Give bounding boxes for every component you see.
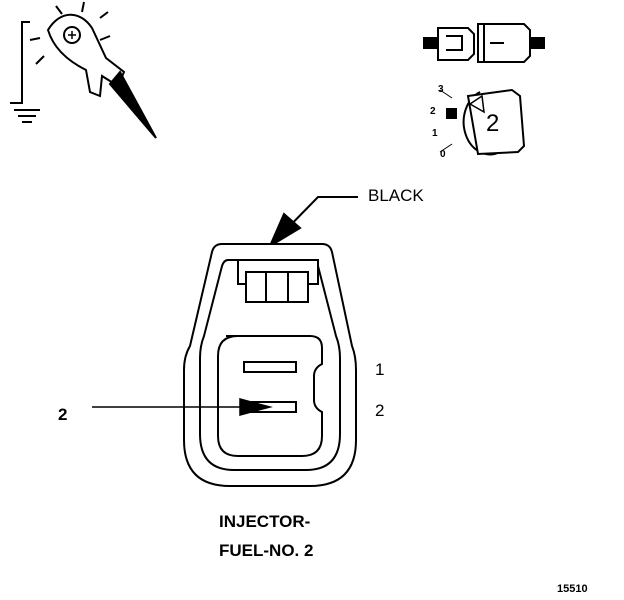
pin-number-1: 1 [375, 360, 385, 379]
test-probe-icon [10, 1, 157, 139]
dial-number-0: 0 [440, 149, 446, 160]
dial-number-2: 2 [430, 106, 436, 117]
connector-side-view-icon [423, 23, 545, 63]
figure-number: 15510 [557, 583, 588, 595]
dial-number-3: 3 [438, 84, 444, 95]
dial-cavity-number: 2 [486, 110, 500, 137]
wire-color-label: BLACK [368, 186, 424, 205]
callout-leader [267, 196, 358, 252]
wire-callout-label: 2 [58, 405, 68, 424]
wire-pointer [92, 398, 273, 416]
dial-number-1: 1 [432, 128, 438, 139]
cavity-dial-icon [439, 88, 526, 156]
connector-face [183, 243, 357, 487]
component-title-line-1: INJECTOR- [219, 512, 311, 531]
component-title-line-2: FUEL-NO. 2 [219, 541, 314, 560]
pin-number-2: 2 [375, 401, 385, 420]
